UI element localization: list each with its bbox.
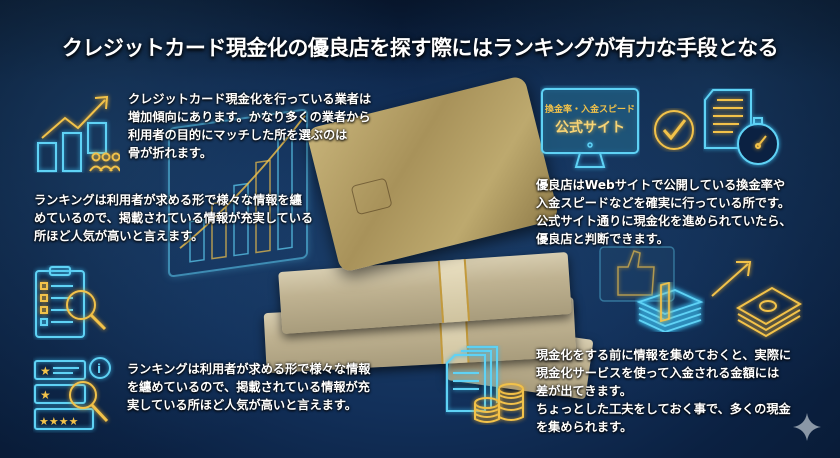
text-block-top-left: クレジットカード現金化を行っている業者は 増加傾向にあります。かなり多くの業者か… (128, 92, 372, 160)
card-chip-icon (350, 177, 393, 216)
star-rating-list-magnifier-info-icon: ★ ★ ★★★★ i (34, 357, 111, 430)
thumbs-up-icon (599, 246, 675, 302)
svg-text:★★★★: ★★★★ (39, 415, 79, 428)
sparkle-icon (793, 413, 821, 441)
monitor-icon (541, 88, 639, 168)
svg-text:★: ★ (40, 364, 51, 378)
text-block-bottom-left: ランキングは利用者が求める形で様々な情報 を纏めているので、掲載されている情報が… (127, 362, 371, 412)
documents-coins-icon (446, 346, 524, 423)
monitor-caption: 換金率・入金スピード (544, 105, 635, 115)
checkmark-circle-icon (654, 110, 694, 150)
text-block-mid-left: ランキングは利用者が求める形で様々な情報を纏 めているので、掲載されている情報が… (34, 193, 314, 243)
bar-chart-icon (179, 115, 306, 263)
text-block-bottom-right: 現金化をする前に情報を集めておくと、実際に 現金化サービスを使って入金される金額… (536, 348, 792, 434)
svg-text:i: i (97, 362, 101, 376)
text-block-top-right: 優良店はWebサイトで公開している換金率や 入金スピードなどを確実に行っている所… (536, 178, 792, 246)
document-stopwatch-icon (704, 89, 779, 165)
clipboard-checklist-magnifier-icon (35, 266, 107, 338)
official-site-monitor: 換金率・入金スピード 公式サイト (540, 85, 640, 168)
monitor-heading: 公式サイト (555, 120, 625, 136)
cash-stack-arrow-icon (711, 261, 802, 338)
page-title: クレジットカード現金化の優良店を探す際にはランキングが有力な手段となる (61, 36, 779, 60)
svg-text:★: ★ (40, 388, 51, 402)
hologram-chart-panel (168, 108, 308, 278)
rising-arrow-buildings-people-icon (37, 95, 120, 172)
cash-stack-icon (636, 282, 704, 332)
